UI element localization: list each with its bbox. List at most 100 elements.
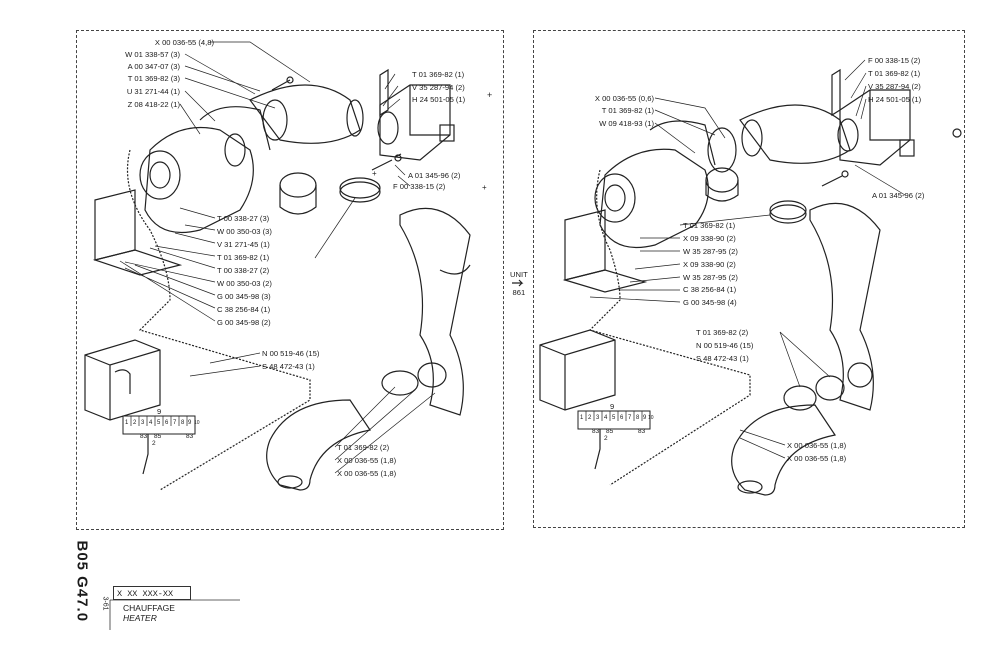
right-callout-center-4: W 35 287-95 (2) bbox=[683, 273, 738, 282]
right-upper-duct bbox=[739, 104, 851, 164]
right-connector-bs: 2 bbox=[604, 435, 608, 442]
left-bracket bbox=[94, 189, 136, 261]
unit-number: 861 bbox=[512, 288, 526, 297]
right-callout-wire-2: S 48 472-43 (1) bbox=[696, 354, 749, 363]
right-connector-pin-5: 5 bbox=[612, 415, 616, 421]
right-connector-top: 9 bbox=[610, 402, 615, 411]
left-callout-bottom-0: T 01 369-82 (2) bbox=[337, 443, 390, 452]
left-callout-2: A 00 347-07 (3) bbox=[127, 62, 180, 71]
svg-text:+: + bbox=[482, 183, 487, 192]
right-callout-wire-1: N 00 519-46 (15) bbox=[696, 341, 754, 350]
left-connector-pin-10: 10 bbox=[194, 420, 200, 426]
left-connector-bs: 2 bbox=[152, 440, 156, 447]
left-callout-0: X 00 036-55 (4,8) bbox=[154, 38, 214, 47]
left-connector-pin-5: 5 bbox=[157, 420, 161, 426]
right-callout-top-3: H 24 501-05 (1) bbox=[868, 95, 922, 104]
left-callout-center-7: C 38 256-84 (1) bbox=[217, 305, 271, 314]
left-diagram-frame bbox=[76, 30, 504, 530]
left-callout-wire-0: N 00 519-46 (15) bbox=[262, 349, 320, 358]
left-callout-center-6: G 00 345-98 (3) bbox=[217, 292, 271, 301]
left-connector-pin-2: 2 bbox=[133, 420, 137, 426]
right-connector-pin-10: 10 bbox=[648, 415, 654, 421]
right-callout-mid-0: A 01 345-96 (2) bbox=[872, 191, 925, 200]
left-connector-pin-4: 4 bbox=[149, 420, 153, 426]
left-elbow-hose bbox=[266, 399, 371, 491]
left-callout-wire-1: S 48 472-43 (1) bbox=[262, 362, 315, 371]
right-connector-pin-1: 1 bbox=[580, 415, 584, 421]
left-callout-top-0: T 01 369-82 (1) bbox=[412, 70, 465, 79]
left-connector-br: 83 bbox=[186, 433, 194, 440]
right-callout-center-3: X 09 338-90 (2) bbox=[683, 260, 736, 269]
left-callout-5: Z 08 418-22 (1) bbox=[127, 100, 180, 109]
left-callout-3: T 01 369-82 (3) bbox=[127, 74, 180, 83]
right-connector-bl: 83 bbox=[592, 428, 600, 435]
right-callout-0: X 00 036-55 (0,6) bbox=[594, 94, 654, 103]
left-valve-block bbox=[377, 68, 455, 161]
right-long-hose bbox=[809, 202, 881, 411]
left-connector-bl: 83 bbox=[140, 433, 148, 440]
left-heater-housing bbox=[139, 106, 271, 234]
title-english: HEATER bbox=[123, 613, 157, 623]
document-code: B05 G47.0 bbox=[70, 540, 94, 634]
left-callout-bottom-1: X 00 036-55 (1,8) bbox=[337, 456, 397, 465]
right-connector-pin-3: 3 bbox=[596, 415, 600, 421]
right-callout-top-1: T 01 369-82 (1) bbox=[868, 69, 921, 78]
left-callout-1: W 01 338-57 (3) bbox=[125, 50, 180, 59]
right-callout-center-6: G 00 345-98 (4) bbox=[683, 298, 737, 307]
left-connector-pin-1: 1 bbox=[125, 420, 129, 426]
left-callout-mid-0: A 01 345-96 (2) bbox=[408, 171, 461, 180]
right-control-box bbox=[539, 329, 616, 411]
right-connector-pin-8: 8 bbox=[636, 415, 640, 421]
left-callout-center-5: W 00 350-03 (2) bbox=[217, 279, 272, 288]
right-connector-pin-9: 9 bbox=[643, 415, 647, 421]
left-callout-mid-1: F 00 338-15 (2) bbox=[393, 182, 446, 191]
part-number: X XX XXX-XX bbox=[113, 586, 191, 600]
title-french: CHAUFFAGE bbox=[123, 603, 175, 613]
left-control-box bbox=[84, 339, 161, 421]
title-block: X XX XXX-XX CHAUFFAGE HEATER bbox=[113, 586, 241, 626]
left-connector-top: 9 bbox=[157, 407, 162, 416]
left-callout-center-4: T 00 338-27 (2) bbox=[217, 266, 270, 275]
left-callout-center-0: T 00 338-27 (3) bbox=[217, 214, 270, 223]
right-connector-pin-6: 6 bbox=[620, 415, 624, 421]
right-callout-center-5: C 38 256-84 (1) bbox=[683, 285, 737, 294]
left-callout-4: U 31 271-44 (1) bbox=[126, 87, 180, 96]
right-callout-center-2: W 35 287-95 (2) bbox=[683, 247, 738, 256]
right-callout-top-0: F 00 338-15 (2) bbox=[868, 56, 921, 65]
left-callout-center-1: W 00 350-03 (3) bbox=[217, 227, 272, 236]
right-callout-center-0: T 01 369-82 (1) bbox=[683, 221, 736, 230]
svg-text:+: + bbox=[487, 90, 492, 100]
left-connector-bm: 85 bbox=[154, 433, 162, 440]
right-heater-housing bbox=[594, 120, 716, 249]
left-connector-pin-7: 7 bbox=[173, 420, 177, 426]
svg-text:+: + bbox=[372, 169, 377, 178]
left-connector-pin-6: 6 bbox=[165, 420, 169, 426]
right-connector-pin-4: 4 bbox=[604, 415, 608, 421]
document-code-text: B05 G47.0 bbox=[73, 540, 91, 623]
right-callout-bottom-0: X 00 036-55 (1,8) bbox=[787, 441, 847, 450]
left-callout-top-1: V 35 287-94 (2) bbox=[412, 83, 465, 92]
left-long-hose bbox=[399, 207, 471, 416]
left-connector-pin-3: 3 bbox=[141, 420, 145, 426]
right-callout-top-2: V 35 287-94 (2) bbox=[868, 82, 921, 91]
left-callout-center-8: G 00 345-98 (2) bbox=[217, 318, 271, 327]
right-valve-block bbox=[831, 68, 915, 166]
right-callout-wire-0: T 01 369-82 (2) bbox=[696, 328, 749, 337]
right-callout-center-1: X 09 338-90 (2) bbox=[683, 234, 736, 243]
right-connector-pin-7: 7 bbox=[628, 415, 632, 421]
sheet-number: 3-61 bbox=[101, 596, 109, 611]
right-elbow-hose bbox=[731, 404, 836, 496]
right-connector-bm: 85 bbox=[606, 428, 614, 435]
left-callout-top-2: H 24 501-05 (1) bbox=[412, 95, 466, 104]
left-callout-bottom-2: X 00 036-55 (1,8) bbox=[337, 469, 397, 478]
unit-change-marker: UNIT 861 bbox=[510, 270, 528, 297]
left-callout-center-2: V 31 271-45 (1) bbox=[217, 240, 270, 249]
left-callout-center-3: T 01 369-82 (1) bbox=[217, 253, 270, 262]
right-callout-2: W 09 418-93 (1) bbox=[599, 119, 654, 128]
left-upper-duct bbox=[249, 84, 361, 144]
left-connector-pin-9: 9 bbox=[188, 420, 192, 426]
unit-label: UNIT bbox=[510, 270, 528, 279]
right-callout-1: T 01 369-82 (1) bbox=[601, 106, 654, 115]
right-connector-br: 83 bbox=[638, 428, 646, 435]
